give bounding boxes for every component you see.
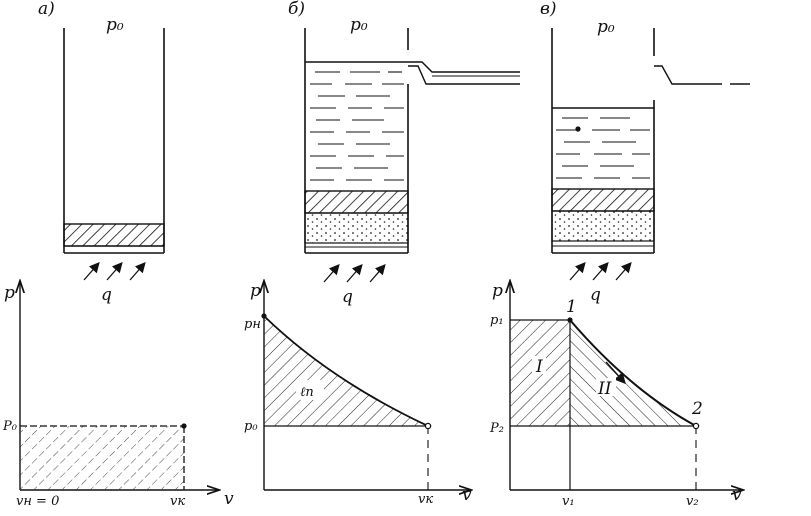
vessel-c: в) p₀ q [540, 0, 750, 305]
vessel-c-bubble [575, 126, 581, 132]
graph-a-x-end-label: vк [170, 494, 185, 509]
graph-c: p v p₁ P₂ 1 2 I II v₁ v₂ [489, 281, 742, 509]
graph-b-y-label: p [250, 281, 261, 301]
graph-a-y-label: p [4, 283, 15, 303]
vessel-b: б) p₀ q [288, 0, 520, 307]
panel-label-c: в) [540, 0, 557, 19]
vessel-c-steam-layer [551, 210, 655, 242]
vessel-a-piston [63, 223, 165, 247]
vessel-a: а) p₀ q [38, 0, 165, 305]
graph-a-x-start-label: vн = 0 [16, 494, 59, 509]
graph-b-region-label-bg [296, 380, 324, 400]
graph-b: p v pн p₀ ℓп vк [244, 281, 472, 507]
vessel-a-heat-arrows [83, 262, 146, 281]
graph-b-end-point [424, 422, 432, 430]
graph-c-v1-label: v₁ [562, 494, 575, 509]
graph-c-region-1-label: I [535, 357, 543, 377]
graph-c-point-2-label: 2 [691, 399, 703, 419]
vessel-b-heat-label: q [342, 287, 353, 307]
panel-label-a: а) [38, 0, 55, 19]
graph-a: p v P₀ vн = 0 vк [2, 282, 234, 509]
panel-label-b: б) [288, 0, 305, 19]
vessel-a-pressure-label: p₀ [106, 15, 124, 35]
graph-a-end-point [181, 423, 187, 429]
vessel-b-heat-arrows [323, 264, 386, 283]
graph-c-curve [569, 319, 697, 427]
vessel-c-heat-label: q [590, 285, 601, 305]
vessel-b-spout-top [408, 61, 520, 73]
graph-c-region-2 [570, 320, 696, 426]
vessel-c-spout [654, 65, 722, 85]
graph-b-x-end-label: vк [418, 492, 433, 507]
vessel-b-liquid [310, 71, 404, 181]
graph-c-v2-label: v₂ [686, 494, 699, 509]
vessel-c-heat-arrows [569, 262, 632, 281]
graph-b-start-point [261, 313, 267, 319]
graph-c-region-1-label-bg [532, 356, 546, 374]
graph-c-x-label: v [732, 485, 742, 505]
vessel-c-liquid [556, 117, 650, 179]
graph-a-p-level-label: P₀ [2, 419, 18, 434]
graph-b-work-area [264, 316, 428, 426]
graph-c-point-1 [567, 317, 573, 323]
graph-c-point-1-label: 1 [566, 297, 577, 317]
graph-a-work-area [20, 426, 184, 490]
graph-b-p-top-label: pн [244, 317, 261, 332]
vessel-c-piston [551, 188, 655, 212]
graph-b-region-label: ℓп [300, 385, 314, 400]
vessel-b-steam-layer [304, 212, 409, 244]
vessel-b-pressure-label: p₀ [350, 15, 368, 35]
vessel-a-heat-label: q [101, 285, 112, 305]
vessel-b-spout-bottom [408, 65, 520, 85]
graph-c-point-2 [692, 422, 700, 430]
graph-c-p1-label: p₁ [490, 313, 504, 328]
graph-b-p-bottom-label: p₀ [244, 419, 258, 434]
vessel-b-piston [304, 190, 409, 214]
graph-a-x-label: v [224, 489, 234, 509]
graph-c-y-label: p [492, 281, 503, 301]
vessel-c-pressure-label: p₀ [597, 17, 615, 37]
graph-c-region-2-label: II [597, 379, 612, 399]
graph-b-x-label: v [462, 485, 472, 505]
graph-c-direction-arrow [605, 361, 626, 385]
graph-b-curve [263, 315, 429, 427]
graph-c-p2-label: P₂ [489, 421, 504, 436]
graph-c-region-2-label-bg [596, 378, 616, 396]
